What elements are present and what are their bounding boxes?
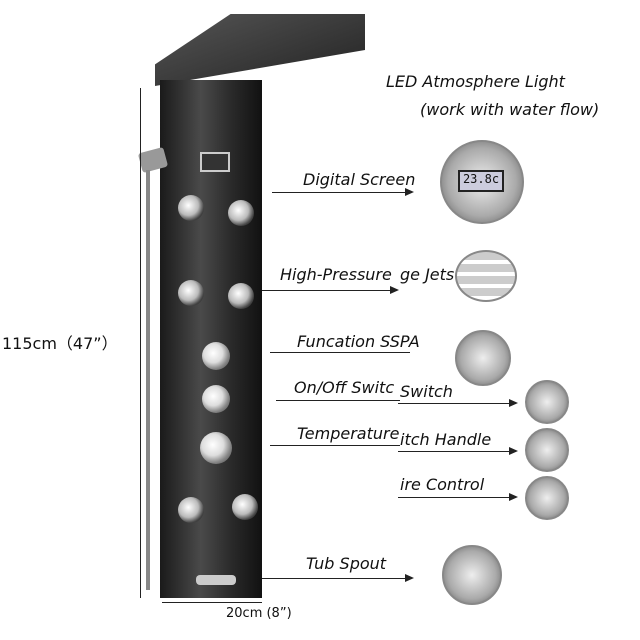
temperature-knob <box>200 432 232 464</box>
body-jet <box>228 200 254 226</box>
spa-label: Funcation SSPA <box>297 332 420 351</box>
screen-readout: 23.8c <box>458 170 504 192</box>
temperature-label-tail: itch Handle <box>400 430 492 449</box>
height-dimension-line <box>140 88 141 598</box>
body-jet <box>178 497 204 523</box>
hose <box>146 170 150 590</box>
onoff-label: On/Off Switc <box>294 378 395 397</box>
spa-thumbnail <box>455 330 511 386</box>
panel-digital-screen <box>200 152 230 172</box>
onoff-label-tail: Switch <box>400 382 453 401</box>
jets-label: High-Pressure <box>280 265 392 284</box>
body-jet <box>228 283 254 309</box>
width-dimension-line <box>162 602 262 603</box>
jets-label-tail: ge Jets <box>400 265 455 284</box>
spa-knob <box>202 342 230 370</box>
height-dimension-label: 115cm（47”） <box>2 334 118 353</box>
control-label-tail: ire Control <box>400 475 485 494</box>
tub-spout-label: Tub Spout <box>306 554 387 573</box>
rain-shower-head <box>155 14 365 86</box>
control-thumbnail <box>525 476 569 520</box>
width-dimension-label: 20cm (8”) <box>226 606 292 621</box>
temperature-label: Temperature <box>297 424 400 443</box>
jets-thumbnail <box>455 250 517 302</box>
tub-spout <box>196 575 236 585</box>
digital-screen-label: Digital Screen <box>303 170 416 189</box>
body-jet <box>232 494 258 520</box>
led-light-label: LED Atmosphere Light <box>386 72 565 91</box>
onoff-knob <box>202 385 230 413</box>
tub-spout-thumbnail <box>442 545 502 605</box>
handle-thumbnail <box>525 428 569 472</box>
body-jet <box>178 195 204 221</box>
led-light-sublabel: (work with water flow) <box>420 100 600 119</box>
body-jet <box>178 280 204 306</box>
onoff-thumbnail <box>525 380 569 424</box>
